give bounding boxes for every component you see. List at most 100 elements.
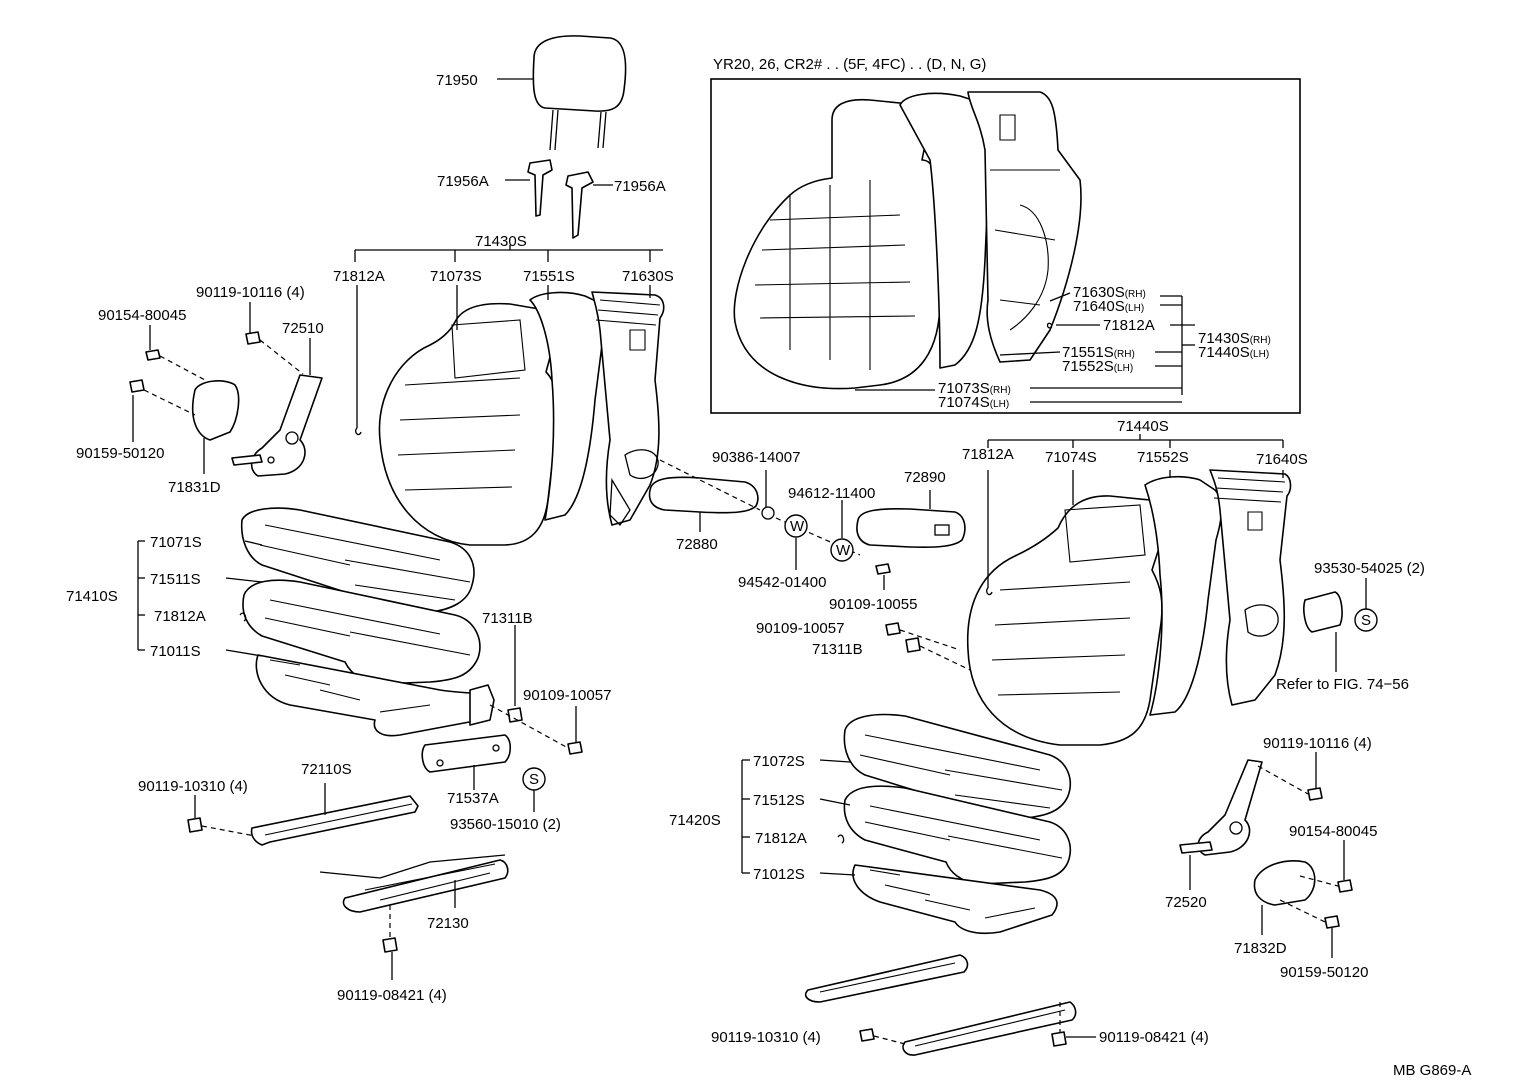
svg-text:S: S xyxy=(529,771,539,788)
inset-frame xyxy=(710,78,1301,414)
svg-text:W: W xyxy=(790,518,805,535)
rail-72130 xyxy=(342,859,509,913)
label-71956a-right: 71956A xyxy=(614,178,666,195)
label-71640s: 71640S xyxy=(1256,451,1308,468)
headrest-guide-right xyxy=(565,171,594,239)
part-labels: 71950 71956A 71956A 71430S 71812A 71073S… xyxy=(66,72,1471,1079)
seatback-left xyxy=(378,291,665,546)
seatback-right xyxy=(966,469,1292,746)
label-71812a-right: 71812A xyxy=(962,446,1014,463)
label-90119-10116-right: 90119-10116 (4) xyxy=(1263,735,1372,752)
headrest-left xyxy=(527,35,627,239)
label-71074s: 71074S xyxy=(1045,449,1097,466)
label-71420s: 71420S xyxy=(669,812,721,829)
label-71512s: 71512S xyxy=(753,792,805,809)
inset-panel: YR20, 26, CR2# . . (5F, 4FC) . . (D, N, … xyxy=(710,56,1301,414)
label-71950: 71950 xyxy=(436,72,478,89)
hinge-assembly-left xyxy=(129,302,323,477)
seat-cushion-left: S xyxy=(240,507,583,812)
label-71956a-left: 71956A xyxy=(437,173,489,190)
inset-label-71812a: 71812A xyxy=(1103,317,1155,334)
seat-cushion-right xyxy=(843,713,1072,935)
bolt-90159-50120-right xyxy=(1324,915,1340,929)
inset-label-71552s: 71552S(LH) xyxy=(1062,358,1133,375)
label-90159-50120-right: 90159-50120 xyxy=(1280,964,1368,981)
hinge-assembly-right xyxy=(1179,752,1353,958)
inset-title: YR20, 26, CR2# . . (5F, 4FC) . . (D, N, … xyxy=(713,56,986,73)
label-90159-50120-left: 90159-50120 xyxy=(76,445,164,462)
inset-callout-lines xyxy=(855,292,1195,403)
label-71812a-left: 71812A xyxy=(333,268,385,285)
label-71012s: 71012S xyxy=(753,866,805,883)
inset-seatback-drawing xyxy=(733,91,1082,390)
nut-90386-14007 xyxy=(761,506,775,520)
label-71430s: 71430S xyxy=(475,233,527,250)
bolt-90119-08421-left xyxy=(382,937,398,953)
label-90386-14007: 90386-14007 xyxy=(712,449,800,466)
recliner-72520 xyxy=(1197,759,1263,856)
headrest-guide-left xyxy=(527,159,553,217)
washer-94542-01400: W xyxy=(784,514,808,538)
inset-label-71630s: 71630S(RH) xyxy=(1073,284,1146,301)
leader-lines-right-back xyxy=(986,434,1284,596)
label-90109-10057-right: 90109-10057 xyxy=(756,620,844,637)
label-71812a-seat-left: 71812A xyxy=(154,608,206,625)
label-71511s: 71511S xyxy=(150,571,201,588)
label-93560-15010: 93560-15010 (2) xyxy=(450,816,561,833)
label-90119-10310-right: 90119-10310 (4) xyxy=(711,1029,821,1046)
seat-rails-right xyxy=(804,954,1096,1056)
seat-rails-left xyxy=(187,783,509,980)
inset-label-71073s: 71073S(RH) xyxy=(938,380,1011,397)
label-72110s: 72110S xyxy=(301,761,352,778)
leader-lines-left-seat xyxy=(137,540,263,657)
washer-94612-11400: W xyxy=(830,538,854,562)
recliner-cover-71832d xyxy=(1253,860,1316,906)
label-72890: 72890 xyxy=(904,469,946,486)
inset-label-71640s: 71640S(LH) xyxy=(1073,298,1144,315)
right-back-small-parts: S xyxy=(885,578,1378,672)
svg-text:S: S xyxy=(1361,612,1371,629)
label-90154-80045-left: 90154-80045 xyxy=(98,307,186,324)
label-71311b-right: 71311B xyxy=(812,641,863,658)
figure-code: MB G869-A xyxy=(1393,1062,1471,1079)
label-71812a-seat-right: 71812A xyxy=(755,830,807,847)
label-90119-10116-left: 90119-10116 (4) xyxy=(196,284,305,301)
bolt-90119-10310-right xyxy=(859,1028,875,1042)
bolt-90154-80045-left xyxy=(145,349,161,361)
inset-label-71074s: 71074S(LH) xyxy=(938,394,1009,411)
screw-90109-10055 xyxy=(875,563,891,575)
label-94542-01400: 94542-01400 xyxy=(738,574,826,591)
armrest-72890 xyxy=(856,507,966,549)
recliner-72510 xyxy=(250,374,323,477)
bolt-90119-08421-right xyxy=(1051,1031,1067,1047)
inset-label-71430s: 71430S(RH) xyxy=(1198,330,1271,347)
inset-label-71440s: 71440S(LH) xyxy=(1198,344,1269,361)
armrest-72880 xyxy=(648,476,759,514)
recliner-cover-71831d xyxy=(191,380,240,441)
bolt-90119-10116-left xyxy=(245,331,261,345)
seat-side-bracket-left xyxy=(469,684,495,726)
bolt-90159-50120-left xyxy=(129,379,145,393)
label-71831d: 71831D xyxy=(168,479,221,496)
label-71440s: 71440S xyxy=(1117,418,1169,435)
label-90109-10055: 90109-10055 xyxy=(829,596,917,613)
leader-lines-right-seat xyxy=(741,759,856,876)
label-71011s: 71011S xyxy=(150,643,201,660)
bolt-90109-10057-left xyxy=(567,741,583,755)
label-71630s: 71630S xyxy=(622,268,674,285)
label-90119-08421-right: 90119-08421 (4) xyxy=(1099,1029,1209,1046)
label-refer-fig: Refer to FIG. 74−56 xyxy=(1276,676,1409,693)
screw-kit-93560-15010: S xyxy=(522,767,546,791)
armrest-left-assembly: W W xyxy=(648,459,966,590)
seat-side-cover-71537a xyxy=(421,734,512,773)
inset-label-71551s: 71551S(RH) xyxy=(1062,344,1135,361)
bushing-71311b-left xyxy=(507,707,523,723)
label-71832d: 71832D xyxy=(1234,940,1287,957)
label-90109-10057-left: 90109-10057 xyxy=(523,687,611,704)
label-93530-54025: 93530-54025 (2) xyxy=(1314,560,1425,577)
switch-93530-54025 xyxy=(1303,591,1343,633)
label-71552s: 71552S xyxy=(1137,449,1189,466)
label-94612-11400: 94612-11400 xyxy=(788,485,875,502)
label-71551s: 71551S xyxy=(523,268,575,285)
